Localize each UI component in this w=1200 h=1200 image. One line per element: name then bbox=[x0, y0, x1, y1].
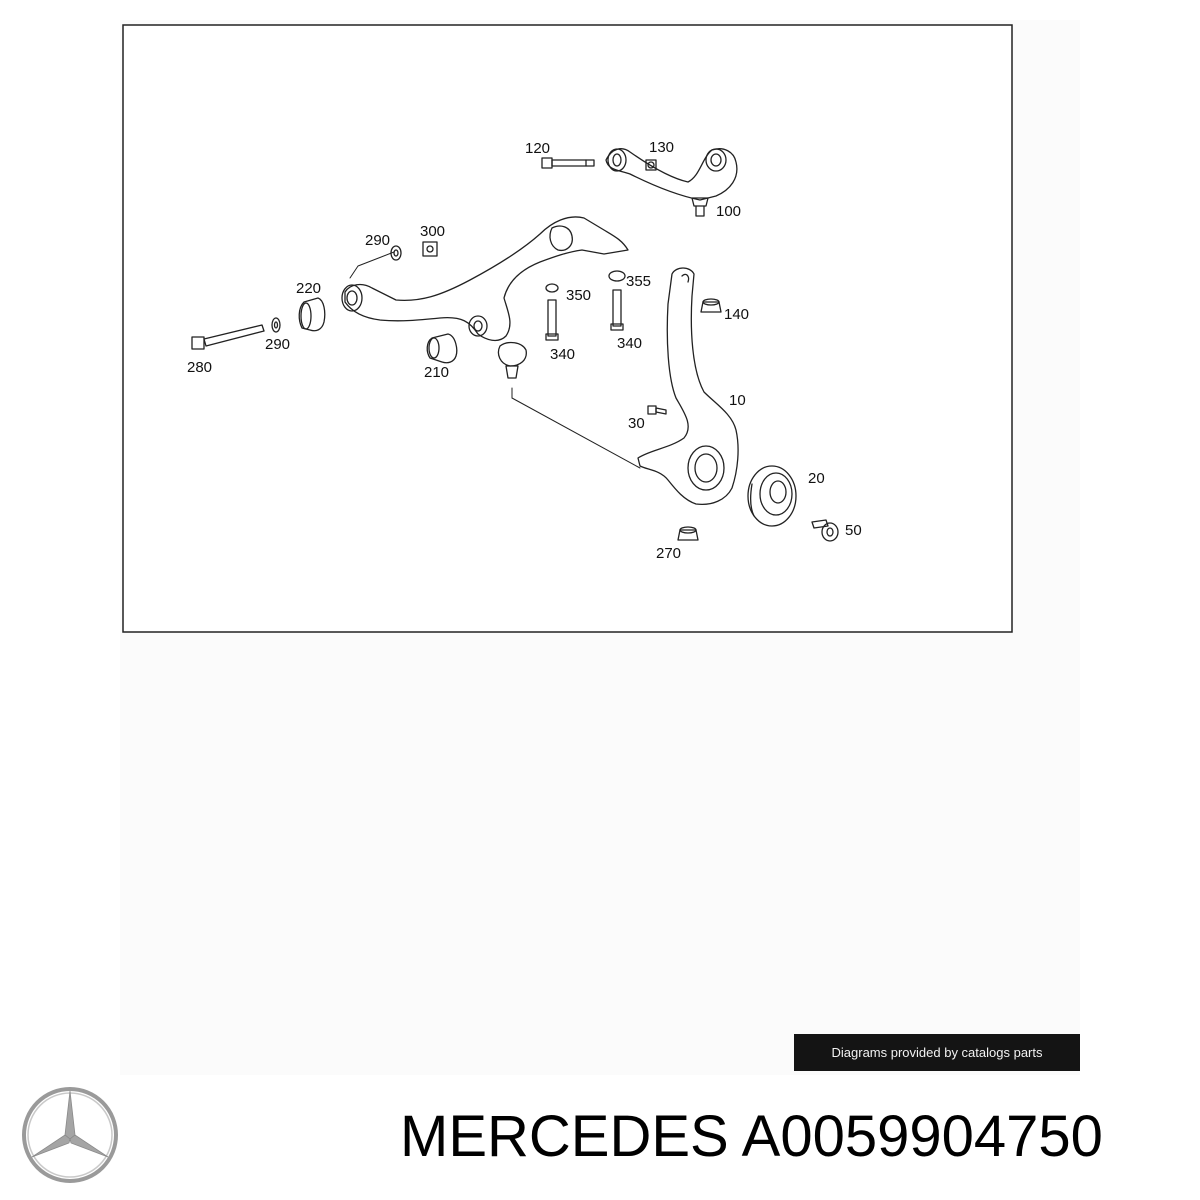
leader-lines bbox=[349, 251, 641, 469]
bushing-210-part bbox=[426, 333, 458, 364]
callout-300: 300 bbox=[420, 223, 445, 240]
part-title: MERCEDES A0059904750 bbox=[400, 1102, 1190, 1172]
washer-290-lower-part bbox=[271, 317, 281, 333]
callout-280: 280 bbox=[187, 359, 212, 376]
bolt-50-part bbox=[811, 519, 839, 542]
callout-270: 270 bbox=[656, 545, 681, 562]
bolt-355-part bbox=[608, 270, 626, 331]
lower-control-arm-part bbox=[341, 216, 629, 379]
wheel-hub-part bbox=[747, 465, 797, 527]
diagram-frame bbox=[122, 24, 1013, 633]
bushing-220-part bbox=[298, 297, 326, 332]
callout-20: 20 bbox=[808, 470, 825, 487]
mercedes-star-icon bbox=[22, 1087, 118, 1183]
callout-355: 355 bbox=[626, 273, 651, 290]
callout-290-upper: 290 bbox=[365, 232, 390, 249]
callout-labels: 120 130 100 290 300 220 290 280 210 350 … bbox=[187, 139, 862, 562]
nut-300-part bbox=[422, 241, 438, 257]
bolt-30-part bbox=[647, 405, 667, 415]
callout-10: 10 bbox=[729, 392, 746, 409]
callout-50: 50 bbox=[845, 522, 862, 539]
callout-290-lower: 290 bbox=[265, 336, 290, 353]
part-number: A0059904750 bbox=[741, 1104, 1103, 1169]
bolt-350-part bbox=[545, 283, 559, 341]
callout-220: 220 bbox=[296, 280, 321, 297]
diagram-credit-banner: Diagrams provided by catalogs parts bbox=[794, 1034, 1080, 1071]
callout-100: 100 bbox=[716, 203, 741, 220]
callout-130: 130 bbox=[649, 139, 674, 156]
upper-control-arm-part bbox=[605, 148, 738, 217]
nut-130-part bbox=[645, 159, 657, 171]
bolt-120-part bbox=[541, 157, 595, 169]
callout-350: 350 bbox=[566, 287, 591, 304]
callout-120: 120 bbox=[525, 140, 550, 157]
callout-340-left: 340 bbox=[550, 346, 575, 363]
callout-340-right: 340 bbox=[617, 335, 642, 352]
nut-270-part bbox=[677, 526, 699, 541]
callout-140: 140 bbox=[724, 306, 749, 323]
callout-210: 210 bbox=[424, 364, 449, 381]
nut-140-part bbox=[700, 298, 722, 313]
steering-knuckle-part bbox=[637, 267, 739, 506]
brand-name: MERCEDES bbox=[400, 1104, 729, 1169]
bolt-280-part bbox=[191, 324, 265, 350]
callout-30: 30 bbox=[628, 415, 645, 432]
